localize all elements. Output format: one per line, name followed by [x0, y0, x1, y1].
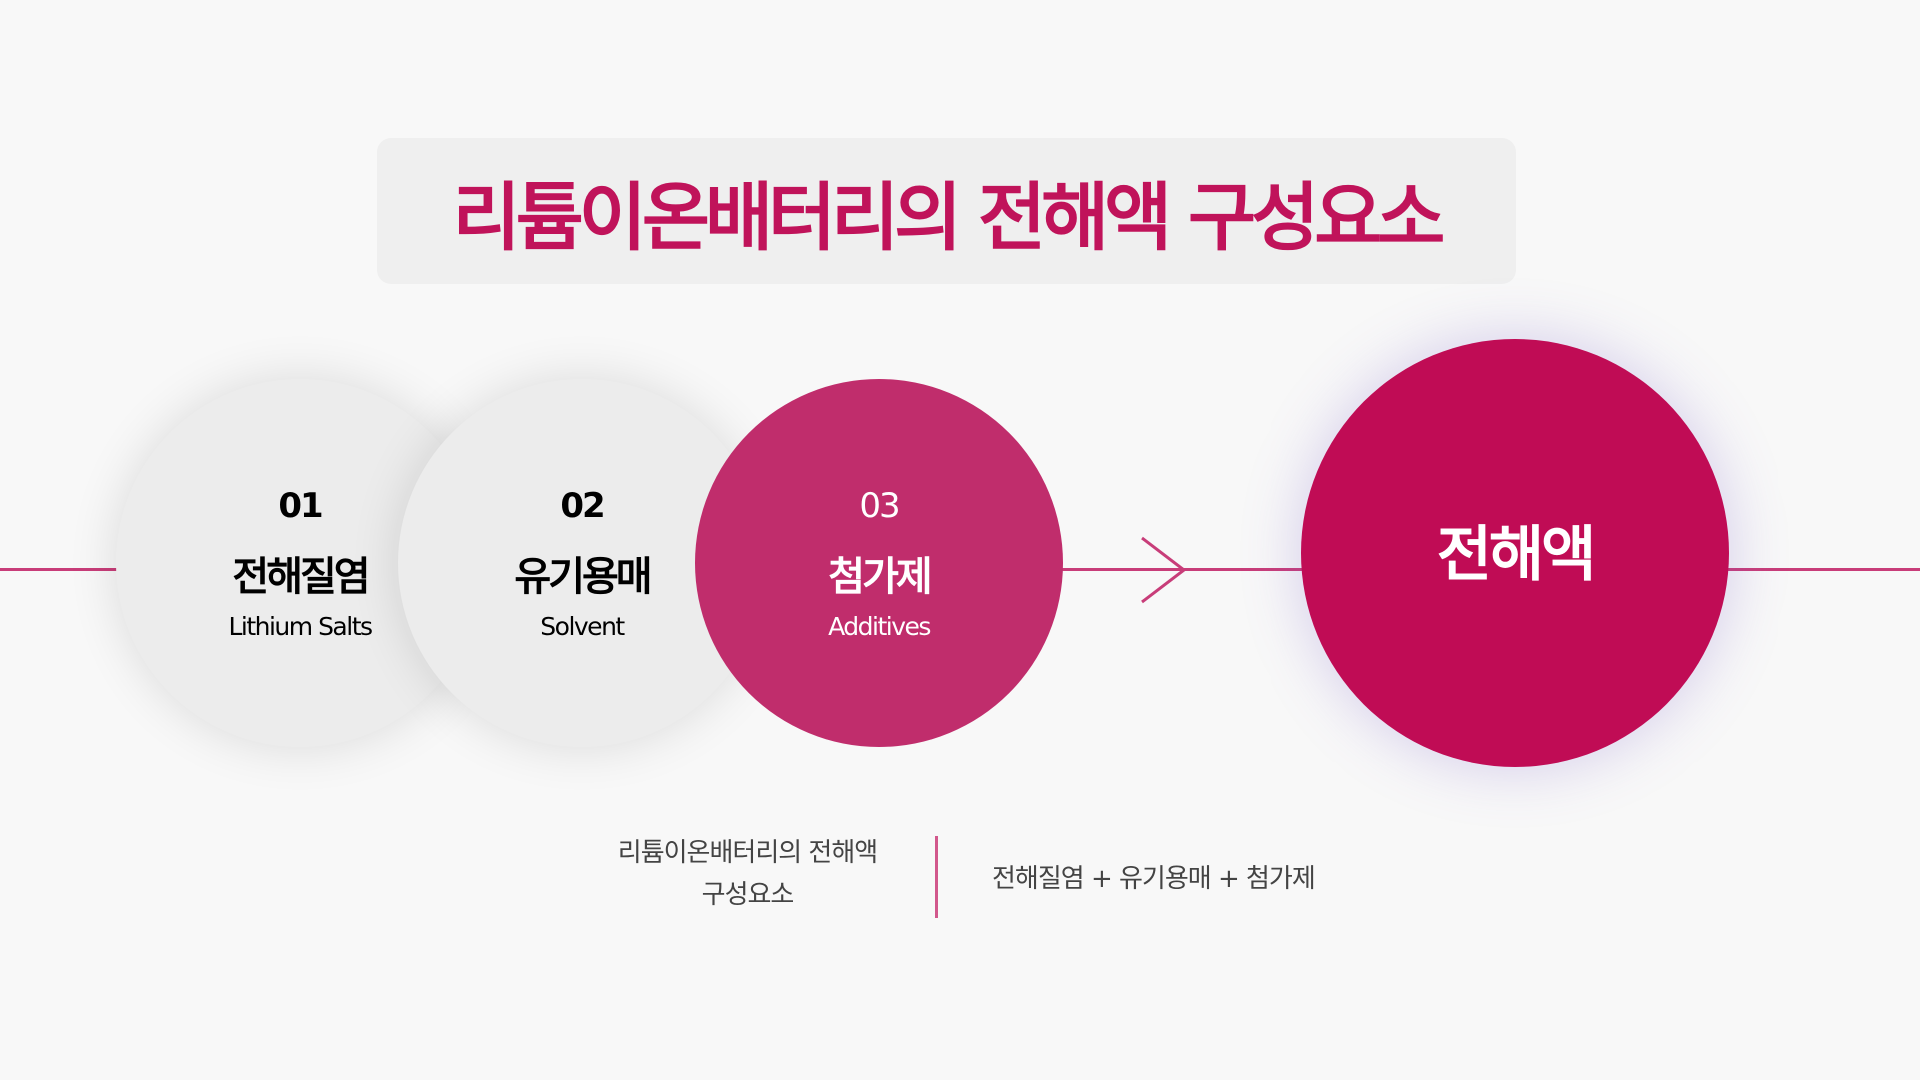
result-label: 전해액 [1436, 519, 1597, 590]
component-name-ko: 전해질염 [232, 553, 370, 600]
title-box: 리튬이온배터리의 전해액 구성요소 [377, 138, 1516, 284]
component-name-en: Lithium Salts [228, 611, 373, 641]
component-name-en: Additives [828, 611, 931, 641]
connector-line-left [0, 568, 130, 571]
component-number: 02 [560, 485, 605, 526]
caption-divider [935, 836, 938, 918]
caption-left-line2: 구성요소 [701, 880, 795, 910]
caption-left-line1: 리튬이온배터리의 전해액 [617, 838, 878, 868]
result-circle: 전해액 [1301, 339, 1729, 767]
component-circle-1: 01 전해질염 Lithium Salts [116, 379, 484, 747]
connector-line-right [1720, 568, 1920, 571]
component-name-ko: 유기용매 [514, 553, 652, 600]
caption-left: 리튬이온배터리의 전해액 구성요소 [560, 832, 935, 916]
component-name-en: Solvent [540, 611, 625, 641]
component-number: 03 [859, 485, 900, 526]
caption-right: 전해질염 + 유기용매 + 첨가제 [992, 864, 1316, 894]
component-number: 01 [278, 485, 323, 526]
page-title: 리튬이온배터리의 전해액 구성요소 [452, 174, 1446, 261]
arrow-right-icon [1141, 536, 1187, 604]
component-name-ko: 첨가제 [828, 553, 932, 600]
component-circle-3: 03 첨가제 Additives [695, 379, 1063, 747]
